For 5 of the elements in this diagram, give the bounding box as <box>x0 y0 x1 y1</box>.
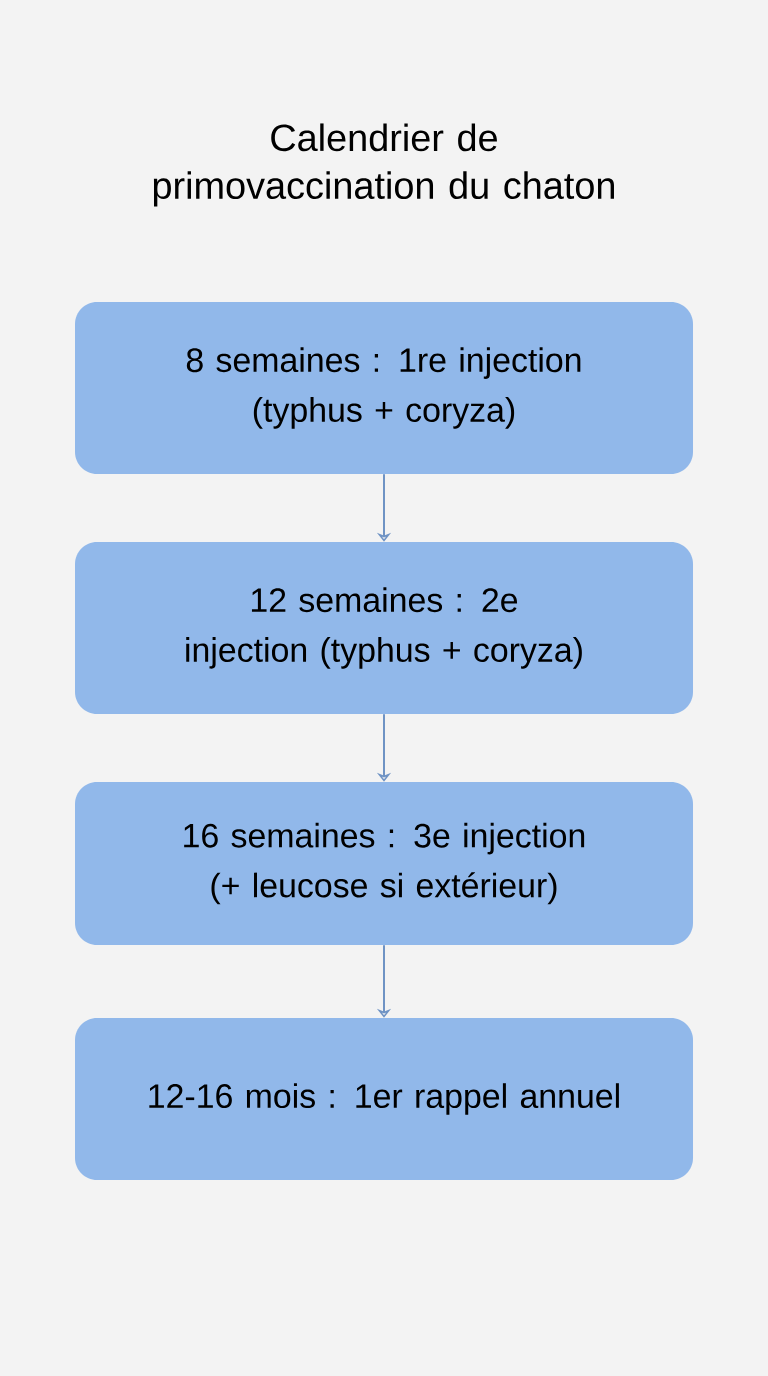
process-box: 12 semaines : 2e injection (typhus + coryza) <box>75 542 693 714</box>
process-box: 16 semaines : 3e injection (+ leucose si extérieur) <box>75 782 693 945</box>
process-box: 8 semaines : 1re injection (typhus + coryza) <box>75 302 693 474</box>
title: Calendrier de primovaccination du chaton <box>153 123 614 207</box>
process-box: 12-16 mois : 1er rappel annuel <box>75 1018 693 1180</box>
